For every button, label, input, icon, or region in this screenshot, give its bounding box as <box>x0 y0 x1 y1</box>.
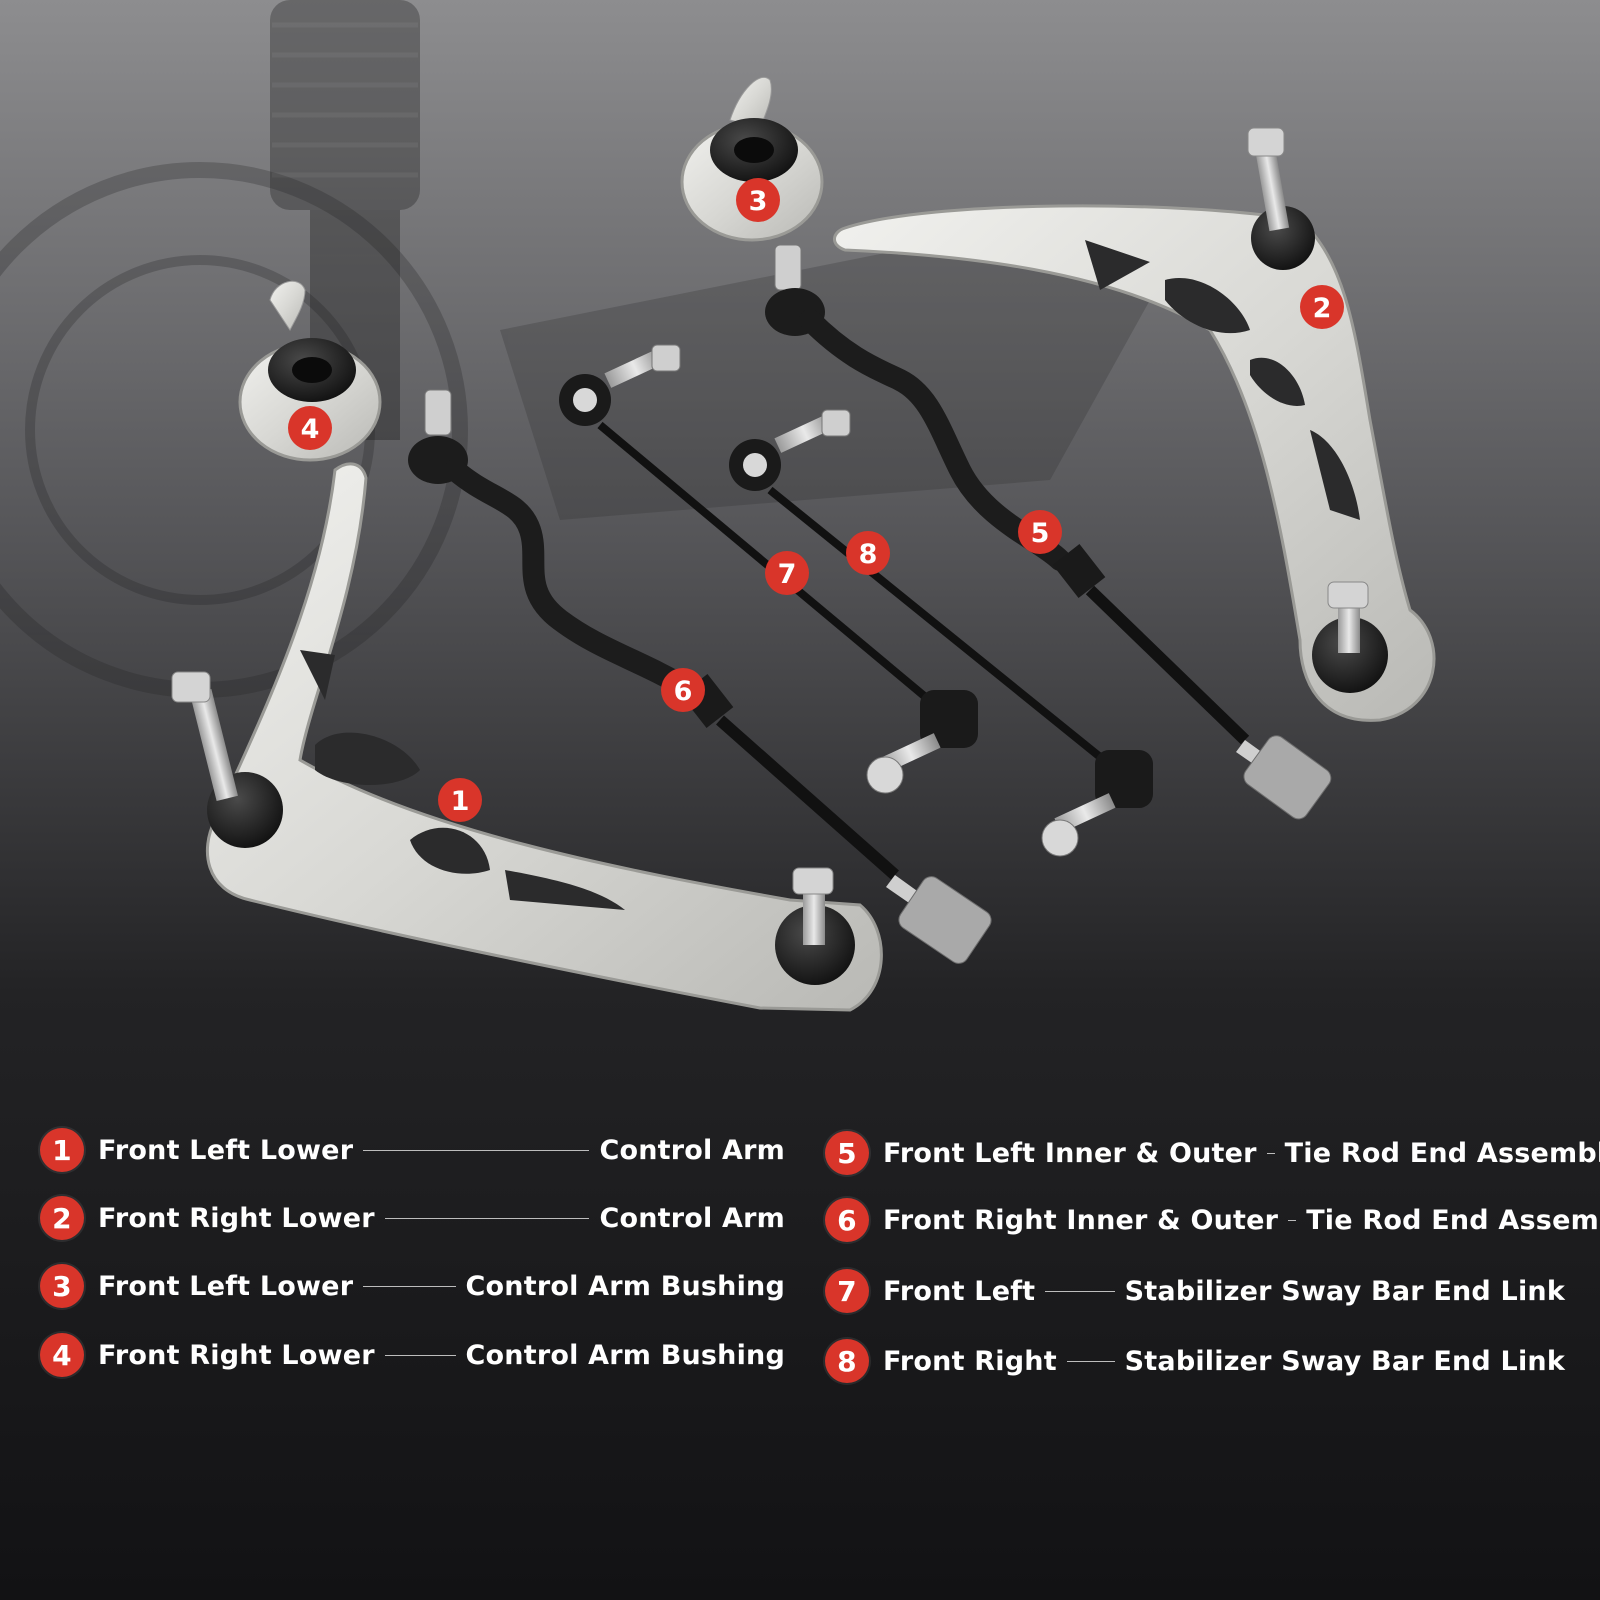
leader-line <box>384 1217 590 1219</box>
legend-badge: 3 <box>40 1264 84 1308</box>
legend-badge: 5 <box>825 1131 869 1175</box>
callout-5-text: 5 <box>1031 518 1050 549</box>
legend-badge: 6 <box>825 1198 869 1242</box>
legend-part-label: Front Right <box>883 1345 1057 1377</box>
legend-type-label: Control Arm Bushing <box>465 1270 785 1302</box>
callout-7: 7 <box>765 551 809 595</box>
callout-1-text: 1 <box>451 786 470 817</box>
callout-4: 4 <box>288 406 332 450</box>
legend-item-5: 5 Front Left Inner & Outer Tie Rod End A… <box>825 1128 1600 1178</box>
callout-1: 1 <box>438 778 482 822</box>
leader-line <box>1266 1152 1275 1154</box>
leader-line <box>384 1354 456 1356</box>
callout-2: 2 <box>1300 285 1344 329</box>
tie-rod-5 <box>765 244 1332 820</box>
legend-type-label: Control Arm Bushing <box>465 1339 785 1371</box>
callout-3-text: 3 <box>749 186 768 217</box>
legend-part-label: Front Right Lower <box>98 1339 375 1371</box>
callout-7-text: 7 <box>778 559 797 590</box>
callout-8-text: 8 <box>859 539 878 570</box>
legend-badge: 1 <box>40 1128 84 1172</box>
legend-item-1: 1 Front Left Lower Control Arm <box>40 1125 785 1175</box>
legend-part-label: Front Right Lower <box>98 1202 375 1234</box>
sway-link-8 <box>729 409 1153 857</box>
legend-item-4: 4 Front Right Lower Control Arm Bushing <box>40 1330 785 1380</box>
legend-item-6: 6 Front Right Inner & Outer Tie Rod End … <box>825 1195 1600 1245</box>
legend-part-label: Front Left Lower <box>98 1134 354 1166</box>
leader-line <box>1066 1360 1115 1362</box>
legend-part-label: Front Left <box>883 1275 1036 1307</box>
legend-badge: 8 <box>825 1339 869 1383</box>
legend-type-label: Stabilizer Sway Bar End Link <box>1124 1275 1565 1307</box>
legend-item-7: 7 Front Left Stabilizer Sway Bar End Lin… <box>825 1266 1565 1316</box>
legend-type-label: Tie Rod End Assembly <box>1306 1204 1600 1236</box>
legend-badge: 2 <box>40 1196 84 1240</box>
leader-line <box>1288 1219 1297 1221</box>
callout-6: 6 <box>661 668 705 712</box>
leader-line <box>1045 1290 1115 1292</box>
legend-type-label: Control Arm <box>599 1134 785 1166</box>
control-arm-left <box>171 462 883 1012</box>
callout-2-text: 2 <box>1313 293 1332 324</box>
legend-item-8: 8 Front Right Stabilizer Sway Bar End Li… <box>825 1336 1565 1386</box>
legend-type-label: Control Arm <box>599 1202 785 1234</box>
legend-badge: 7 <box>825 1269 869 1313</box>
callout-3: 3 <box>736 178 780 222</box>
legend-part-label: Front Left Lower <box>98 1270 354 1302</box>
control-arm-right <box>833 127 1436 722</box>
legend-item-3: 3 Front Left Lower Control Arm Bushing <box>40 1261 785 1311</box>
callout-5: 5 <box>1018 510 1062 554</box>
legend-type-label: Stabilizer Sway Bar End Link <box>1124 1345 1565 1377</box>
callout-4-text: 4 <box>301 414 320 445</box>
legend-badge: 4 <box>40 1333 84 1377</box>
callout-8: 8 <box>846 531 890 575</box>
legend-type-label: Tie Rod End Assembly <box>1284 1137 1600 1169</box>
leader-line <box>363 1149 590 1151</box>
callout-6-text: 6 <box>674 676 693 707</box>
legend-item-2: 2 Front Right Lower Control Arm <box>40 1193 785 1243</box>
leader-line <box>363 1285 456 1287</box>
bushing-left <box>238 280 382 462</box>
legend-part-label: Front Left Inner & Outer <box>883 1137 1257 1169</box>
legend-part-label: Front Right Inner & Outer <box>883 1204 1279 1236</box>
